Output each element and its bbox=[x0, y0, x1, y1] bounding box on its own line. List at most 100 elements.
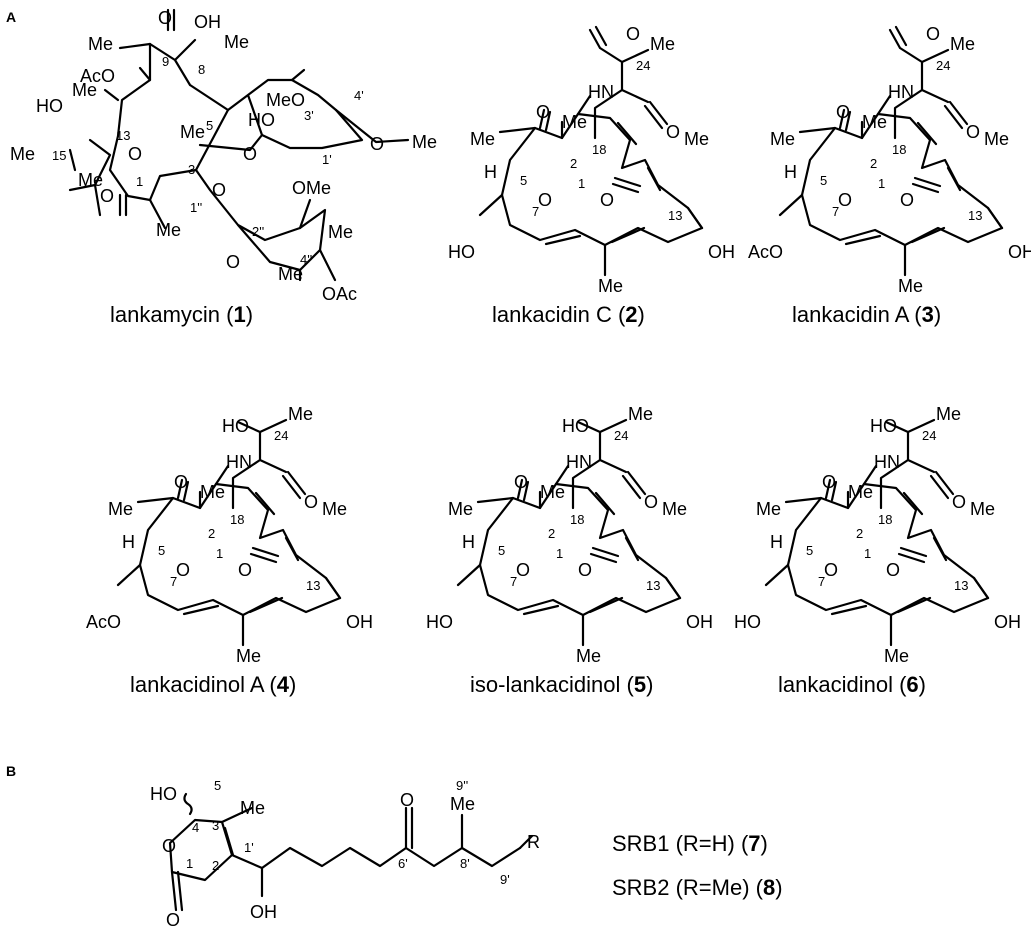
atom-h5: H bbox=[784, 162, 797, 182]
caption-lankacidin-a: lankacidin A (3) bbox=[792, 302, 941, 327]
atom-o3: O bbox=[836, 102, 850, 122]
num-5: 5 bbox=[520, 173, 527, 188]
num-7: 7 bbox=[532, 204, 539, 219]
num-3: 3 bbox=[188, 162, 195, 177]
num-24: 24 bbox=[636, 58, 650, 73]
atom-hn: HN bbox=[888, 82, 914, 102]
atom-o-ring: O bbox=[516, 560, 530, 580]
atom-me5: Me bbox=[240, 798, 265, 818]
atom-me25: Me bbox=[936, 404, 961, 424]
atom-oh8: OH bbox=[194, 12, 221, 32]
atom-me6: Me bbox=[180, 122, 205, 142]
num-5: 5 bbox=[498, 543, 505, 558]
atom-o1: O bbox=[886, 560, 900, 580]
caption-iso-lankacidinol: iso-lankacidinol (5) bbox=[470, 672, 653, 697]
num-2: 2 bbox=[212, 858, 219, 873]
atom-o1: O bbox=[578, 560, 592, 580]
atom-o9: O bbox=[158, 8, 172, 28]
atom-oh13: OH bbox=[1008, 242, 1031, 262]
num-24: 24 bbox=[922, 428, 936, 443]
atom-o1: O bbox=[238, 560, 252, 580]
caption-lankacidinol: lankacidinol (6) bbox=[778, 672, 926, 697]
num-5: 5 bbox=[158, 543, 165, 558]
num-9p: 9' bbox=[500, 872, 510, 887]
num-2pp: 2'' bbox=[252, 224, 264, 239]
atom-me5pp: Me bbox=[278, 264, 303, 284]
atom-o23: O bbox=[644, 492, 658, 512]
atom-o23: O bbox=[304, 492, 318, 512]
atom-me25: Me bbox=[628, 404, 653, 424]
atom-o-ring: O bbox=[128, 144, 142, 164]
atom-aco: AcO bbox=[80, 66, 115, 86]
atom-o3: O bbox=[174, 472, 188, 492]
atom-oh13: OH bbox=[994, 612, 1021, 632]
num-8: 8 bbox=[198, 62, 205, 77]
atom-ho: HO bbox=[36, 96, 63, 116]
atom-me2: Me bbox=[862, 112, 887, 132]
num-1: 1 bbox=[136, 174, 143, 189]
atom-me10: Me bbox=[884, 646, 909, 666]
panel-label-a: A bbox=[6, 9, 16, 25]
atom-o25: O bbox=[926, 24, 940, 44]
atom-oh13: OH bbox=[708, 242, 735, 262]
atom-ho4: HO bbox=[150, 784, 177, 804]
atom-oh13: OH bbox=[346, 612, 373, 632]
num-18: 18 bbox=[570, 512, 584, 527]
atom-hn: HN bbox=[874, 452, 900, 472]
atom-me17: Me bbox=[662, 499, 687, 519]
atom-oac: OAc bbox=[322, 284, 357, 304]
atom-ome: OMe bbox=[292, 178, 331, 198]
atom-ho2p: HO bbox=[248, 110, 275, 130]
atom-me2: Me bbox=[200, 482, 225, 502]
num-24: 24 bbox=[936, 58, 950, 73]
num-13: 13 bbox=[954, 578, 968, 593]
atom-o1: O bbox=[100, 186, 114, 206]
num-1: 1 bbox=[878, 176, 885, 191]
num-1pp: 1'' bbox=[190, 200, 202, 215]
num-5: 5 bbox=[820, 173, 827, 188]
num-4pp: 4'' bbox=[300, 252, 312, 267]
caption-lankamycin: lankamycin (1) bbox=[110, 302, 253, 327]
atom-o1: O bbox=[166, 910, 180, 930]
num-18: 18 bbox=[878, 512, 892, 527]
atom-ho7: AcO bbox=[86, 612, 121, 632]
num-2: 2 bbox=[570, 156, 577, 171]
num-2: 2 bbox=[856, 526, 863, 541]
atom-me12: Me bbox=[72, 80, 97, 100]
atom-h5: H bbox=[122, 532, 135, 552]
atom-o5: O bbox=[243, 144, 257, 164]
atom-o-ring: O bbox=[824, 560, 838, 580]
num-4: 4 bbox=[192, 820, 199, 835]
num-5: 5 bbox=[806, 543, 813, 558]
num-3p: 3' bbox=[304, 108, 314, 123]
atom-o23: O bbox=[952, 492, 966, 512]
atom-me25: Me bbox=[650, 34, 675, 54]
atom-ho7: HO bbox=[448, 242, 475, 262]
atom-o-ring: O bbox=[538, 190, 552, 210]
atom-me10: Me bbox=[576, 646, 601, 666]
atom-me10: Me bbox=[88, 34, 113, 54]
num-7: 7 bbox=[170, 574, 177, 589]
num-9pp: 9'' bbox=[456, 778, 468, 793]
num-13: 13 bbox=[668, 208, 682, 223]
atom-me17: Me bbox=[684, 129, 709, 149]
num-18: 18 bbox=[230, 512, 244, 527]
atom-ho7: AcO bbox=[748, 242, 783, 262]
num-9: 9 bbox=[162, 54, 169, 69]
atom-o-ring: O bbox=[162, 836, 176, 856]
atom-me25: Me bbox=[288, 404, 313, 424]
num-24: 24 bbox=[614, 428, 628, 443]
num-13: 13 bbox=[646, 578, 660, 593]
structure-srb: HO Me O O O Me R OH 5 4 3 1 2 1' 6' 8' 9… bbox=[150, 778, 783, 930]
atom-o25: O bbox=[626, 24, 640, 44]
num-18: 18 bbox=[592, 142, 606, 157]
atom-me15: Me bbox=[10, 144, 35, 164]
num-18: 18 bbox=[892, 142, 906, 157]
atom-me8: Me bbox=[224, 32, 249, 52]
atom-ho24: HO bbox=[222, 416, 249, 436]
